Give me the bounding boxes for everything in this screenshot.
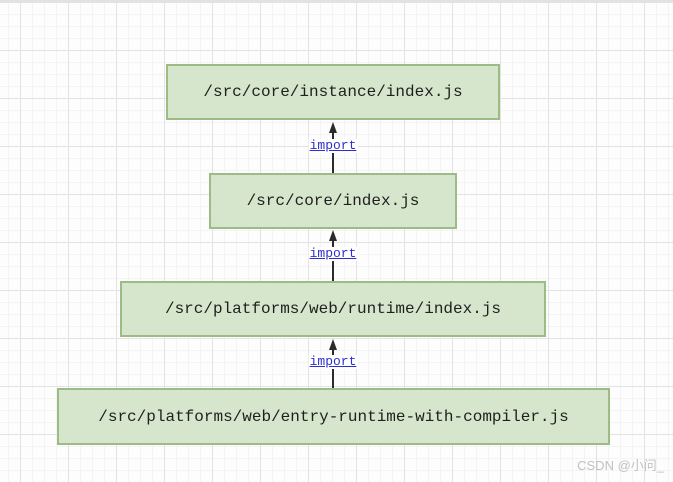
edge-arrow-1 [327,122,339,173]
edge-line [332,241,334,281]
node-label: /src/platforms/web/runtime/index.js [164,300,502,318]
node-src-core-instance-index: /src/core/instance/index.js [166,64,500,120]
node-label: /src/core/instance/index.js [203,83,463,101]
node-label: /src/core/index.js [246,192,420,210]
node-src-platforms-web-entry-runtime-with-compiler: /src/platforms/web/entry-runtime-with-co… [57,388,610,445]
edge-label-import-2: import [308,246,358,261]
watermark: CSDN @小问_ [577,458,664,473]
arrow-up-icon [329,339,337,350]
arrow-up-icon [329,230,337,241]
arrow-up-icon [329,122,337,133]
window-top-edge [0,0,673,2]
edge-arrow-3 [327,339,339,388]
edge-label-import-1: import [308,138,358,153]
edge-arrow-2 [327,230,339,281]
edge-line [332,350,334,388]
node-label: /src/platforms/web/entry-runtime-with-co… [98,407,569,426]
node-src-platforms-web-runtime-index: /src/platforms/web/runtime/index.js [120,281,546,337]
edge-label-import-3: import [308,354,358,369]
node-src-core-index: /src/core/index.js [209,173,457,229]
edge-line [332,133,334,173]
